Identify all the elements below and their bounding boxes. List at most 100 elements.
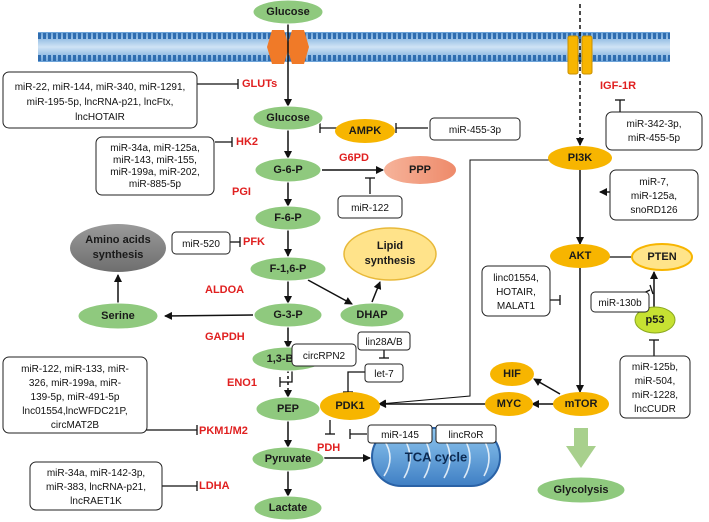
- box-igf1r-regulators: miR-342-3p, miR-455-5p: [605, 111, 703, 151]
- pathway-edges: [114, 4, 658, 497]
- svg-text:HIF: HIF: [503, 368, 521, 380]
- box-pi3k-regulators: miR-7, miR-125a, snoRD126: [609, 169, 699, 221]
- node-pep: PEP: [255, 396, 321, 422]
- svg-text:PTEN: PTEN: [647, 251, 676, 263]
- svg-text:MYC: MYC: [497, 398, 522, 410]
- svg-text:miR-125a,: miR-125a,: [631, 191, 677, 202]
- svg-text:139-5p, miR-491-5p: 139-5p, miR-491-5p: [31, 392, 120, 403]
- enzyme-pdh: PDH: [317, 442, 340, 454]
- svg-text:miR-34a, miR-125a,: miR-34a, miR-125a,: [110, 143, 199, 154]
- svg-text:miR-342-3p,: miR-342-3p,: [626, 119, 681, 130]
- enzyme-gluts: GLUTs: [242, 78, 277, 90]
- svg-text:circMAT2B: circMAT2B: [51, 420, 99, 431]
- svg-text:AKT: AKT: [569, 250, 592, 262]
- igf1r-receptor-icon: [567, 35, 593, 75]
- svg-text:Glucose: Glucose: [266, 112, 309, 124]
- enzyme-eno1: ENO1: [227, 377, 257, 389]
- svg-text:F-6-P: F-6-P: [274, 212, 302, 224]
- svg-text:linc01554,: linc01554,: [493, 273, 539, 284]
- svg-text:Lipid: Lipid: [377, 240, 403, 252]
- enzyme-labels: GLUTs HK2 G6PD PGI PFK ALDOA GAPDH ENO1 …: [199, 78, 636, 492]
- svg-text:miR-199a, miR-202,: miR-199a, miR-202,: [110, 167, 199, 178]
- enzyme-pgi: PGI: [232, 186, 251, 198]
- cell-membrane: [38, 32, 670, 62]
- node-g6p: G-6-P: [254, 157, 322, 183]
- inhibition-edges: [145, 79, 659, 491]
- svg-text:326, miR-199a, miR-: 326, miR-199a, miR-: [29, 378, 121, 389]
- box-p53-regulators: miR-125b, miR-504, miR-1228, lncCUDR: [619, 355, 691, 419]
- svg-text:synthesis: synthesis: [365, 255, 416, 267]
- svg-text:G-6-P: G-6-P: [273, 164, 302, 176]
- regulator-boxes: miR-22, miR-144, miR-340, miR-1291, miR-…: [2, 71, 703, 511]
- svg-text:lincRoR: lincRoR: [448, 430, 483, 441]
- svg-text:miR-7,: miR-7,: [639, 177, 668, 188]
- svg-text:PPP: PPP: [409, 164, 431, 176]
- svg-text:miR-145: miR-145: [381, 430, 419, 441]
- node-akt: AKT: [550, 244, 610, 268]
- node-mtor: mTOR: [553, 392, 609, 416]
- enzyme-pfk: PFK: [243, 236, 265, 248]
- node-serine: Serine: [77, 302, 159, 330]
- svg-text:synthesis: synthesis: [93, 249, 144, 261]
- svg-text:miR-885-5p: miR-885-5p: [129, 179, 182, 190]
- box-g6pd-regulators: miR-122: [337, 195, 403, 219]
- enzyme-pkm1-m2: PKM1/M2: [199, 425, 248, 437]
- svg-text:miR-1228,: miR-1228,: [632, 390, 678, 401]
- svg-text:miR-520: miR-520: [182, 239, 220, 250]
- svg-text:miR-122, miR-133, miR-: miR-122, miR-133, miR-: [21, 364, 129, 375]
- svg-text:miR-195-5p, lncRNA-p21, lncFtx: miR-195-5p, lncRNA-p21, lncFtx,: [27, 97, 174, 108]
- node-glucose-intracellular: Glucose: [252, 105, 324, 131]
- node-pyruvate: Pyruvate: [251, 446, 325, 472]
- box-gluts-regulators: miR-22, miR-144, miR-340, miR-1291, miR-…: [2, 71, 198, 129]
- node-f6p: F-6-P: [254, 205, 322, 231]
- node-ppp: PPP: [384, 156, 456, 184]
- box-eno1-regulators: circRPN2: [291, 343, 357, 367]
- svg-text:miR-22, miR-144, miR-340, miR-: miR-22, miR-144, miR-340, miR-1291,: [15, 82, 186, 93]
- svg-text:miR-130b: miR-130b: [598, 298, 642, 309]
- node-pten: PTEN: [631, 243, 693, 271]
- svg-text:miR-143, miR-155,: miR-143, miR-155,: [113, 155, 197, 166]
- box-pten-regulators: miR-130b: [590, 291, 650, 313]
- svg-text:TCA cycle: TCA cycle: [405, 450, 467, 465]
- svg-text:miR-122: miR-122: [351, 203, 389, 214]
- box-let7: let-7: [364, 363, 404, 383]
- svg-text:lncRAET1K: lncRAET1K: [70, 496, 122, 507]
- box-lin28: lin28A/B: [357, 331, 411, 351]
- svg-text:PEP: PEP: [277, 403, 299, 415]
- svg-text:lncHOTAIR: lncHOTAIR: [75, 112, 125, 123]
- box-pfk-regulators: miR-520: [171, 231, 231, 255]
- svg-text:lncCUDR: lncCUDR: [634, 404, 676, 415]
- svg-text:MALAT1: MALAT1: [497, 301, 536, 312]
- glut-transporter-icon: [267, 30, 309, 64]
- signaling-nodes: AMPK PI3K AKT PTEN p53 mTOR MYC HIF: [320, 119, 693, 420]
- enzyme-igf1r: IGF-1R: [600, 80, 636, 92]
- svg-text:AMPK: AMPK: [349, 125, 381, 137]
- node-lactate: Lactate: [253, 495, 323, 521]
- node-pi3k: PI3K: [548, 146, 612, 170]
- enzyme-g6pd: G6PD: [339, 152, 369, 164]
- enzyme-hk2: HK2: [236, 136, 258, 148]
- node-myc: MYC: [485, 392, 533, 416]
- node-lipid-synthesis: Lipid synthesis: [343, 227, 437, 281]
- node-p53: p53: [634, 306, 676, 334]
- svg-text:miR-383, lncRNA-p21,: miR-383, lncRNA-p21,: [46, 482, 146, 493]
- svg-text:Serine: Serine: [101, 310, 135, 322]
- svg-text:PI3K: PI3K: [568, 152, 593, 164]
- svg-text:Pyruvate: Pyruvate: [265, 453, 311, 465]
- node-ampk: AMPK: [335, 119, 395, 143]
- svg-text:let-7: let-7: [374, 369, 394, 380]
- svg-text:snoRD126: snoRD126: [630, 205, 678, 216]
- svg-text:miR-455-3p: miR-455-3p: [449, 125, 502, 136]
- box-ampk-regulators: miR-455-3p: [429, 117, 521, 141]
- svg-text:p53: p53: [646, 314, 665, 326]
- svg-text:miR-34a, miR-142-3p,: miR-34a, miR-142-3p,: [47, 468, 145, 479]
- svg-text:mTOR: mTOR: [565, 398, 598, 410]
- node-g3p: G-3-P: [253, 302, 323, 328]
- svg-text:Glucose: Glucose: [266, 6, 309, 18]
- node-pdk1: PDK1: [320, 392, 380, 420]
- svg-text:miR-504,: miR-504,: [635, 376, 676, 387]
- node-glycolysis: Glycolysis: [536, 476, 626, 504]
- box-pkm-regulators: miR-122, miR-133, miR- 326, miR-199a, mi…: [2, 356, 148, 434]
- node-dhap: DHAP: [339, 302, 405, 328]
